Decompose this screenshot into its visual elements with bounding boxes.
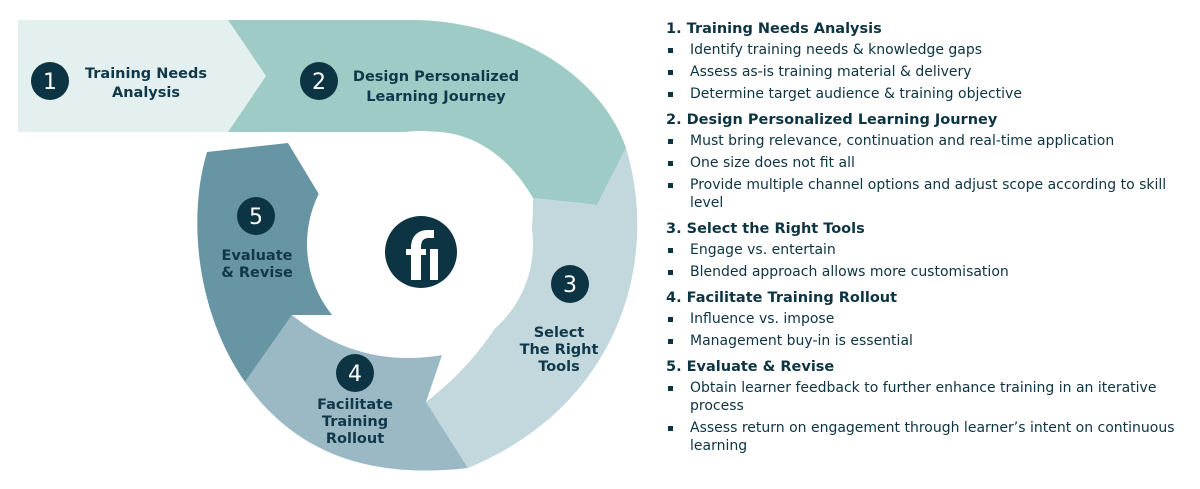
step-3-label-line-1: Select: [534, 325, 585, 341]
step-5-number: 5: [249, 205, 263, 230]
bullet-item: Assess as-is training material & deliver…: [666, 63, 1196, 81]
step-1-shape: [18, 20, 266, 132]
section-3: 3. Select the Right Tools Engage vs. ent…: [666, 220, 1196, 281]
section-5-title: 5. Evaluate & Revise: [666, 359, 835, 375]
step-4-label-line-2: Training: [322, 414, 388, 430]
bullet-item: Engage vs. entertain: [666, 241, 1196, 259]
step-1-label-line-2: Analysis: [112, 85, 180, 101]
step-5-number-badge: [237, 197, 275, 235]
step-1-number-badge: [31, 62, 69, 100]
section-1: 1. Training Needs Analysis Identify trai…: [666, 20, 1196, 103]
step-3-number-badge: [551, 265, 589, 303]
step-3-shape: [426, 148, 638, 468]
step-4-shape: [245, 315, 468, 471]
step-5-shape: [197, 143, 335, 382]
step-4-label-line-1: Facilitate: [317, 397, 393, 413]
step-3-label-line-3: Tools: [538, 359, 580, 375]
section-5: 5. Evaluate & Revise Obtain learner feed…: [666, 358, 1196, 455]
section-4: 4. Facilitate Training Rollout Influence…: [666, 289, 1196, 350]
section-4-title: 4. Facilitate Training Rollout: [666, 290, 898, 306]
bullet-item: Provide multiple channel options and adj…: [666, 176, 1196, 212]
section-3-title: 3. Select the Right Tools: [666, 221, 865, 237]
section-4-bullets: Influence vs. impose Management buy-in i…: [666, 310, 1196, 350]
step-1-label-line-1: Training Needs: [85, 66, 207, 82]
step-5-label-line-1: Evaluate: [222, 248, 293, 264]
step-3-label-line-2: The Right: [520, 342, 599, 358]
bullet-item: Assess return on engagement through lear…: [666, 419, 1196, 455]
section-5-bullets: Obtain learner feedback to further enhan…: [666, 379, 1196, 455]
step-2-number: 2: [312, 70, 326, 95]
description-panel: 1. Training Needs Analysis Identify trai…: [666, 20, 1196, 463]
section-1-title: 1. Training Needs Analysis: [666, 21, 882, 37]
step-2-label-line-1: Design Personalized: [353, 69, 519, 85]
section-2: 2. Design Personalized Learning Journey …: [666, 111, 1196, 212]
bullet-item: Must bring relevance, continuation and r…: [666, 132, 1196, 150]
section-1-bullets: Identify training needs & knowledge gaps…: [666, 41, 1196, 103]
step-2-label-line-2: Learning Journey: [366, 89, 506, 105]
bullet-item: Determine target audience & training obj…: [666, 85, 1196, 103]
step-3-number: 3: [563, 273, 577, 298]
bullet-item: Blended approach allows more customisati…: [666, 263, 1196, 281]
step-4-number: 4: [348, 362, 362, 387]
section-2-bullets: Must bring relevance, continuation and r…: [666, 132, 1196, 212]
bullet-item: Identify training needs & knowledge gaps: [666, 41, 1196, 59]
bullet-item: Influence vs. impose: [666, 310, 1196, 328]
fi-logo-icon: [385, 216, 457, 288]
step-4-number-badge: [336, 354, 374, 392]
step-4-label-line-3: Rollout: [326, 431, 384, 447]
section-3-bullets: Engage vs. entertain Blended approach al…: [666, 241, 1196, 281]
bullet-item: One size does not fit all: [666, 154, 1196, 172]
bullet-item: Obtain learner feedback to further enhan…: [666, 379, 1196, 415]
section-2-title: 2. Design Personalized Learning Journey: [666, 112, 998, 128]
process-cycle-diagram: 1 Training Needs Analysis 2 Design Perso…: [18, 20, 638, 471]
step-5-label-line-2: & Revise: [221, 265, 293, 281]
step-1-number: 1: [43, 70, 57, 95]
step-2-number-badge: [300, 62, 338, 100]
bullet-item: Management buy-in is essential: [666, 332, 1196, 350]
